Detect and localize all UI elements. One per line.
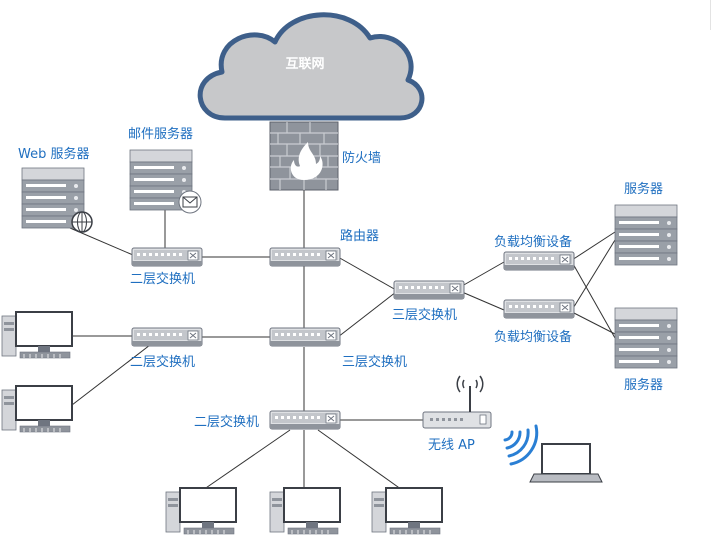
l2-switch-bottom-label: 二层交换机	[194, 414, 259, 430]
wifi-signal-icon	[503, 424, 539, 466]
laptop	[529, 443, 603, 483]
server-top	[614, 204, 678, 266]
link-l3right-lb2	[461, 291, 505, 311]
web-server-label: Web 服务器	[18, 146, 89, 162]
firewall-label: 防火墙	[342, 150, 381, 166]
mail-server	[129, 149, 202, 214]
server-bottom-label: 服务器	[624, 377, 663, 393]
pc-bottom-1	[165, 487, 237, 535]
l2-switch-mid-label: 二层交换机	[130, 354, 195, 370]
globe-icon	[71, 211, 93, 233]
firewall	[269, 121, 339, 191]
link-lb1-server2	[571, 261, 616, 339]
cloud-shape	[197, 12, 425, 121]
fire-icon	[290, 142, 323, 180]
wireless-ap	[422, 375, 492, 429]
internet-cloud: 互联网	[197, 12, 425, 121]
link-lb2-server2	[571, 311, 616, 335]
window-edge	[710, 0, 711, 30]
l3-switch-center	[269, 327, 341, 347]
l2-switch-mid	[131, 327, 203, 347]
link-l3center-l3right	[337, 291, 397, 338]
antenna-signal-icon	[456, 375, 484, 393]
wireless-ap-label: 无线 AP	[428, 438, 475, 453]
router-label: 路由器	[340, 228, 379, 244]
l2-switch-top	[131, 247, 203, 267]
link-l2bottom-pc3	[199, 429, 291, 493]
pc-left-1	[1, 311, 73, 359]
pc-bottom-2	[269, 487, 341, 535]
link-router-l3right	[337, 256, 397, 291]
load-balancer-top-label: 负载均衡设备	[494, 234, 572, 250]
web-server	[21, 167, 93, 233]
mail-server-label: 邮件服务器	[128, 126, 193, 142]
link-l3right-lb1	[461, 261, 505, 287]
l3-switch-right-label: 三层交换机	[392, 307, 457, 323]
load-balancer-bottom-label: 负载均衡设备	[494, 329, 572, 345]
pc-bottom-3	[371, 487, 443, 535]
link-lb2-server1	[571, 239, 616, 311]
load-balancer-top	[503, 251, 575, 271]
l3-switch-right	[393, 280, 465, 300]
internet-label: 互联网	[285, 57, 324, 72]
link-lb1-server1	[571, 231, 616, 261]
link-pc2-l2mid	[71, 344, 151, 406]
link-web-l2top	[69, 227, 141, 259]
pc-left-2	[1, 385, 73, 433]
load-balancer-bottom	[503, 299, 575, 319]
l2-switch-bottom	[269, 410, 341, 430]
mail-icon	[178, 190, 202, 214]
connection-lines	[69, 190, 616, 493]
l2-switch-top-label: 二层交换机	[130, 271, 195, 287]
server-bottom	[614, 307, 678, 369]
link-l2bottom-pc5	[317, 429, 406, 493]
server-top-label: 服务器	[624, 181, 663, 197]
router	[269, 247, 341, 267]
l3-switch-center-label: 三层交换机	[342, 354, 407, 370]
